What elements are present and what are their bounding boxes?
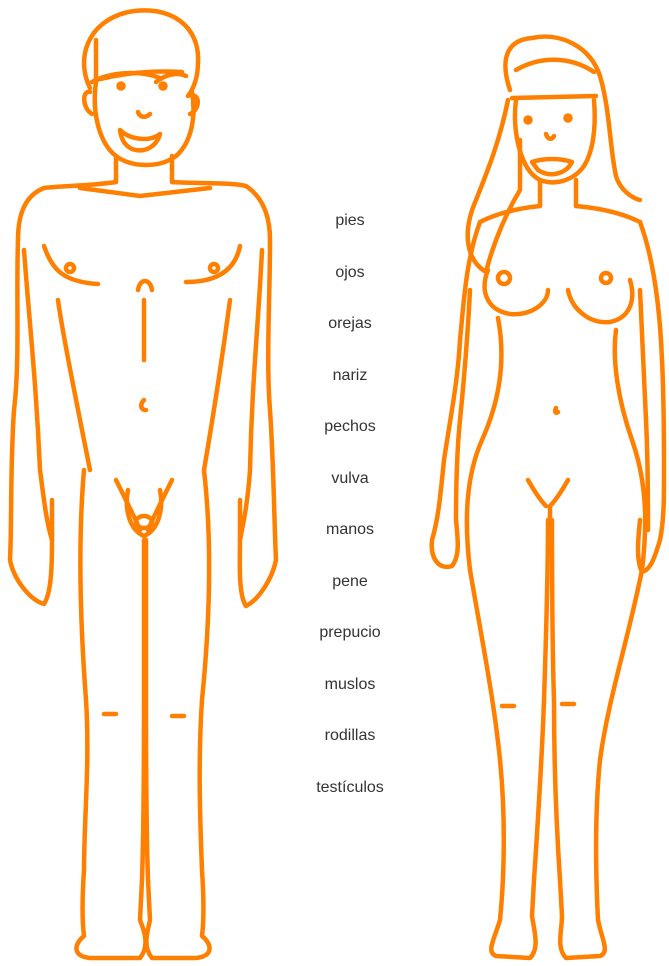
label-prepucio: prepucio (300, 620, 400, 672)
label-nariz: nariz (300, 363, 400, 415)
label-pene: pene (300, 569, 400, 621)
body-part-label-list: pies ojos orejas nariz pechos vulva mano… (300, 208, 400, 826)
female-outline (432, 37, 664, 958)
label-muslos: muslos (300, 672, 400, 724)
label-testiculos: testículos (300, 775, 400, 827)
label-ojos: ojos (300, 260, 400, 312)
label-rodillas: rodillas (300, 723, 400, 775)
label-pechos: pechos (300, 414, 400, 466)
label-pies: pies (300, 208, 400, 260)
female-face (515, 100, 595, 182)
label-manos: manos (300, 517, 400, 569)
label-vulva: vulva (300, 466, 400, 518)
label-orejas: orejas (300, 311, 400, 363)
